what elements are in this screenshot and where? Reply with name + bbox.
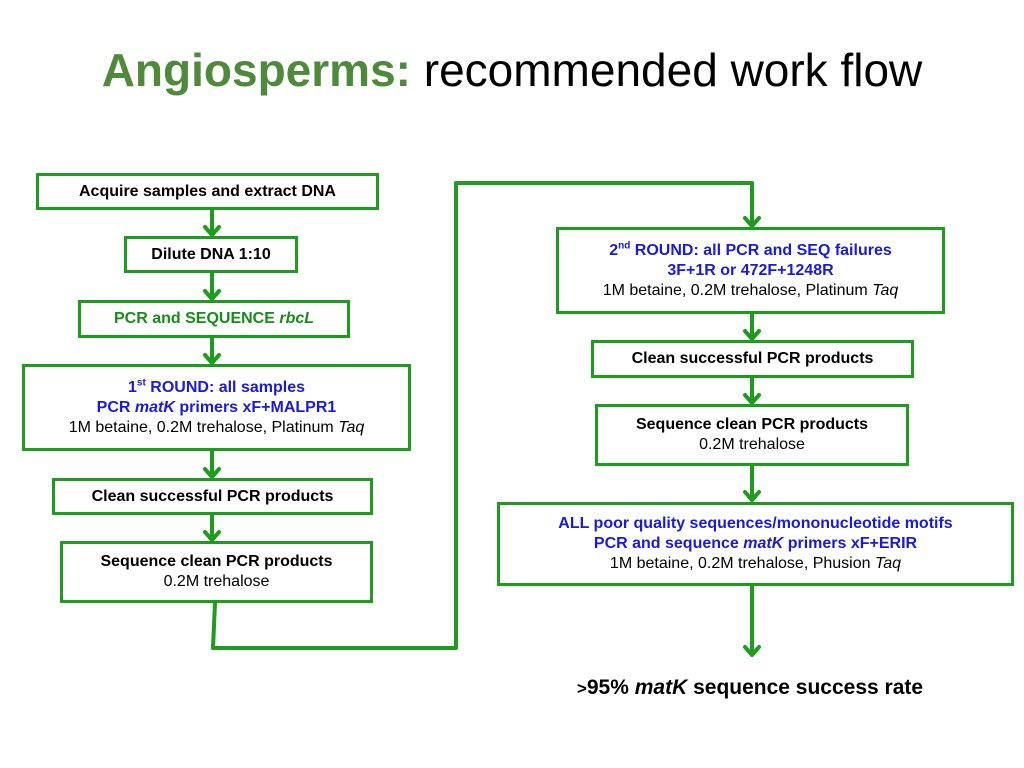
poor-quality-primers: PCR and sequence matK primers xF+ERIR xyxy=(504,534,1007,554)
arrow-sequence-to-poor xyxy=(743,464,761,502)
result-prefix: > xyxy=(576,679,587,698)
poor-quality-heading: ALL poor quality sequences/mononucleotid… xyxy=(558,515,953,532)
clean-left-label: Clean successful PCR products xyxy=(91,487,334,505)
box-poor-quality: ALL poor quality sequences/mononucleotid… xyxy=(497,502,1014,586)
sequence-left-sub: 0.2M trehalose xyxy=(163,573,270,590)
pcr-rbcl-gene: rbcL xyxy=(279,310,315,327)
poor-conditions-text: 1M betaine, 0.2M trehalose, Phusion xyxy=(609,555,875,572)
box-sequence-right: Sequence clean PCR products 0.2M trehalo… xyxy=(595,404,909,466)
arrow-to-round2-head xyxy=(743,216,761,228)
sequence-left-title: Sequence clean PCR products xyxy=(100,553,333,570)
arrow-round1-to-clean xyxy=(203,448,221,479)
poor-primers-suffix: primers xF+ERIR xyxy=(783,535,918,552)
round1-title: ROUND: all samples xyxy=(145,378,305,396)
result-gene: matK xyxy=(634,676,688,699)
round1-enzyme: Taq xyxy=(338,418,365,436)
round2-title: ROUND: all PCR and SEQ failures xyxy=(630,241,892,259)
round1-gene: matK xyxy=(134,398,175,416)
round1-primers-prefix: PCR xyxy=(96,398,135,416)
box-clean-products-left: Clean successful PCR products xyxy=(52,478,373,515)
arrow-poor-to-result xyxy=(743,583,761,657)
round1-conditions: 1M betaine, 0.2M trehalose, Platinum Taq xyxy=(29,418,404,438)
round2-number: 2 xyxy=(609,241,619,259)
arrow-dilute-to-pcr-rbcl xyxy=(203,269,221,301)
arrow-acquire-to-dilute xyxy=(203,207,221,237)
acquire-label: Acquire samples and extract DNA xyxy=(79,182,336,200)
result-text: >95% matK sequence success rate xyxy=(500,676,1000,701)
sequence-right-title: Sequence clean PCR products xyxy=(635,416,869,433)
result-percent: 95% xyxy=(586,676,635,699)
round1-heading: 1st ROUND: all samples xyxy=(29,378,404,398)
pcr-rbcl-prefix: PCR and SEQUENCE xyxy=(113,310,280,327)
pcr-rbcl-label: PCR and SEQUENCE rbcL xyxy=(85,309,343,329)
round1-primers-suffix: primers xF+MALPR1 xyxy=(174,398,337,416)
result-suffix: sequence success rate xyxy=(687,676,924,699)
arrow-pcr-rbcl-to-round1 xyxy=(203,335,221,365)
box-dilute-dna: Dilute DNA 1:10 xyxy=(124,236,298,273)
round2-heading: 2nd ROUND: all PCR and SEQ failures xyxy=(563,241,938,261)
poor-primers-prefix: PCR and sequence xyxy=(593,535,744,552)
round2-ordinal: nd xyxy=(618,240,631,252)
poor-quality-conditions: 1M betaine, 0.2M trehalose, Phusion Taq xyxy=(504,554,1007,574)
box-round2: 2nd ROUND: all PCR and SEQ failures 3F+1… xyxy=(556,227,945,314)
title-rest: recommended work flow xyxy=(410,44,923,96)
arrow-round2-to-clean xyxy=(743,312,761,341)
box-pcr-rbcl: PCR and SEQUENCE rbcL xyxy=(78,300,350,338)
arrow-clean-to-sequence-right xyxy=(743,376,761,405)
arrow-clean-to-sequence xyxy=(203,512,221,542)
dilute-label: Dilute DNA 1:10 xyxy=(151,245,271,263)
round1-primers: PCR matK primers xF+MALPR1 xyxy=(29,398,404,418)
box-sequence-left: Sequence clean PCR products 0.2M trehalo… xyxy=(60,541,373,603)
box-acquire-samples: Acquire samples and extract DNA xyxy=(36,173,379,210)
slide-title: Angiosperms: recommended work flow xyxy=(0,40,1024,100)
title-keyword: Angiosperms: xyxy=(101,44,411,96)
round2-enzyme: Taq xyxy=(872,281,899,299)
round1-number: 1 xyxy=(128,378,137,396)
round1-ordinal: st xyxy=(136,377,146,389)
box-clean-products-right: Clean successful PCR products xyxy=(591,340,914,378)
round2-conditions-text: 1M betaine, 0.2M trehalose, Platinum xyxy=(602,281,873,299)
round2-conditions: 1M betaine, 0.2M trehalose, Platinum Taq xyxy=(563,281,938,301)
connector-left-to-right xyxy=(211,181,754,650)
round2-primers: 3F+1R or 472F+1248R xyxy=(667,261,834,279)
round1-conditions-text: 1M betaine, 0.2M trehalose, Platinum xyxy=(68,418,339,436)
sequence-right-sub: 0.2M trehalose xyxy=(699,436,805,453)
box-round1: 1st ROUND: all samples PCR matK primers … xyxy=(22,364,411,451)
clean-right-label: Clean successful PCR products xyxy=(631,350,874,367)
poor-enzyme: Taq xyxy=(874,555,902,572)
poor-gene: matK xyxy=(743,535,784,552)
